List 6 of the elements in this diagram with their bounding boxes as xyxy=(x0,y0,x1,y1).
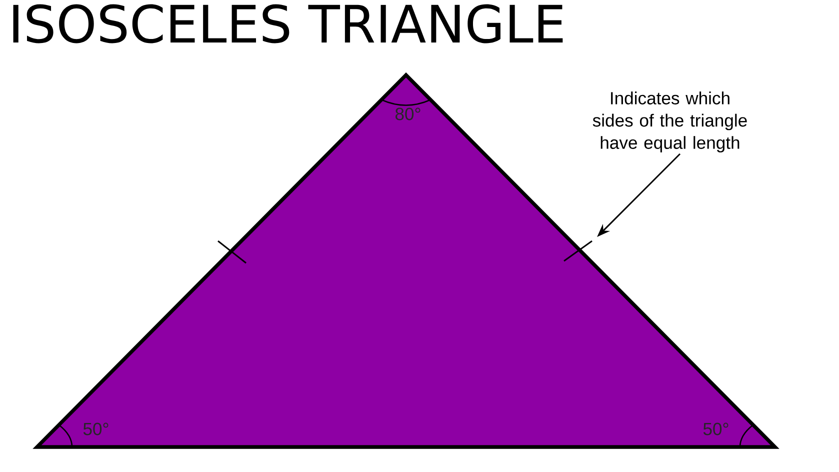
tick-mark xyxy=(564,240,592,262)
annotation-text: Indicates which sides of the triangle have equal length xyxy=(592,92,747,152)
angle-label: 50° xyxy=(703,422,728,436)
angle-label: 80° xyxy=(395,108,420,120)
angle-label: 50° xyxy=(83,422,108,436)
title: ISOSCELES TRIANGLE xyxy=(13,4,563,44)
